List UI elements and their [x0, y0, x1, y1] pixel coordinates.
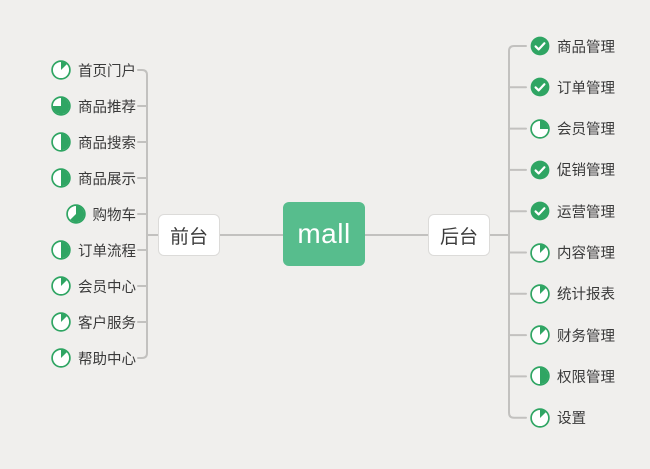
topic-label: 首页门户 [78, 63, 136, 80]
topic-item[interactable]: 统计报表 [530, 281, 615, 307]
progress-1-8-icon[interactable] [51, 312, 71, 332]
branch-node-frontend[interactable]: 前台 [158, 214, 220, 256]
topic-label: 订单管理 [557, 80, 615, 97]
progress-1-4-icon[interactable] [530, 118, 550, 139]
topic-item[interactable]: 首页门户 [51, 57, 136, 83]
progress-3-4-icon[interactable] [51, 96, 71, 116]
progress-1-8-icon[interactable] [51, 348, 71, 368]
task-done-check-icon[interactable] [530, 201, 550, 221]
topic-label: 会员管理 [557, 122, 615, 139]
progress-1-8-icon[interactable] [530, 284, 550, 304]
topic-item[interactable]: 财务管理 [530, 322, 615, 348]
topic-item[interactable]: 订单管理 [530, 74, 615, 100]
task-done-check-icon[interactable] [530, 36, 550, 56]
topic-label: 内容管理 [557, 246, 615, 262]
progress-1-2-icon[interactable] [530, 366, 550, 387]
progress-1-2-icon[interactable] [51, 132, 71, 152]
topic-label: 订单流程 [78, 243, 136, 260]
topic-item[interactable]: 帮助中心 [51, 345, 136, 371]
topic-item[interactable]: 客户服务 [51, 309, 136, 335]
topic-label: 运营管理 [557, 204, 615, 221]
topic-item[interactable]: 商品推荐 [51, 93, 136, 119]
topic-label: 商品搜索 [78, 135, 136, 152]
branch-node-backend[interactable]: 后台 [428, 214, 490, 256]
topic-label: 促销管理 [557, 163, 615, 180]
progress-1-8-icon[interactable] [530, 325, 550, 345]
topic-label: 统计报表 [557, 287, 615, 304]
topic-item[interactable]: 商品展示 [51, 165, 136, 191]
topic-label: 会员中心 [78, 279, 136, 296]
topic-label: 权限管理 [557, 369, 615, 386]
progress-1-2-icon[interactable] [51, 240, 71, 260]
topic-label: 商品展示 [78, 171, 136, 188]
progress-5-8-icon[interactable] [65, 204, 86, 224]
progress-1-2-icon[interactable] [51, 168, 71, 188]
topic-item[interactable]: 设置 [530, 405, 586, 431]
progress-1-8-icon[interactable] [51, 276, 71, 296]
topic-item[interactable]: 商品管理 [530, 33, 615, 59]
topic-item[interactable]: 订单流程 [51, 237, 136, 263]
topic-item[interactable]: 会员中心 [51, 273, 136, 299]
topic-item[interactable]: 权限管理 [530, 363, 615, 389]
task-done-check-icon[interactable] [530, 77, 550, 97]
topic-label: 客户服务 [78, 315, 136, 332]
topic-item[interactable]: 会员管理 [530, 116, 615, 142]
topic-item[interactable]: 促销管理 [530, 157, 615, 183]
topic-item[interactable]: 运营管理 [530, 198, 615, 224]
topic-item[interactable]: 商品搜索 [51, 129, 136, 155]
task-done-check-icon[interactable] [530, 160, 550, 180]
topic-label: 购物车 [92, 207, 137, 224]
root-node-mall[interactable]: mall [283, 202, 365, 266]
topic-label: 设置 [557, 411, 586, 428]
topic-item[interactable]: 购物车 [65, 201, 137, 227]
topic-item[interactable]: 内容管理 [530, 240, 615, 266]
progress-1-8-icon[interactable] [530, 407, 550, 428]
progress-1-8-icon[interactable] [51, 60, 71, 80]
topic-label: 商品管理 [557, 39, 615, 56]
topic-label: 帮助中心 [78, 351, 136, 368]
topic-label: 商品推荐 [78, 99, 136, 116]
progress-1-8-icon[interactable] [530, 242, 550, 263]
topic-label: 财务管理 [557, 328, 615, 345]
